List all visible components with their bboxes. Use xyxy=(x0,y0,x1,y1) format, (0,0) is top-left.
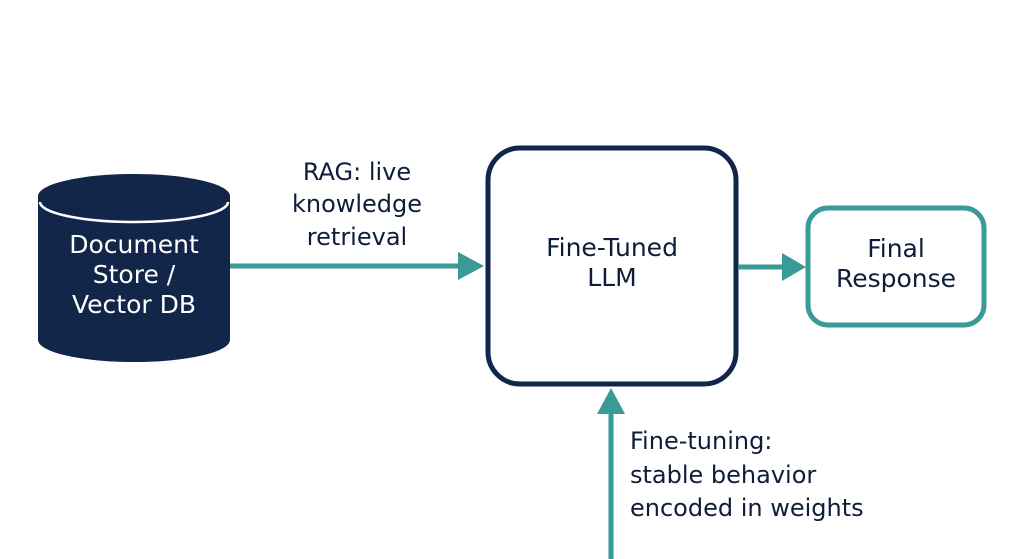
final-response-box xyxy=(805,205,987,328)
llm-label-line-2: LLM xyxy=(587,263,637,292)
document-store-line-3: Vector DB xyxy=(71,290,196,319)
rag-arrow xyxy=(230,252,484,280)
final-response-label: Final Response xyxy=(808,234,984,294)
final-response-line-2: Response xyxy=(835,264,957,293)
llm-label: Fine-Tuned LLM xyxy=(488,233,736,293)
cylinder-top xyxy=(38,174,230,218)
rag-label-line-1: RAG: live xyxy=(302,158,412,186)
final-response-line-1: Final xyxy=(867,234,925,263)
output-arrow xyxy=(738,253,806,281)
fine-tuning-edge-label: Fine-tuning: stable behavior encoded in … xyxy=(630,425,864,526)
rag-edge-label: RAG: live knowledge retrieval xyxy=(252,156,462,253)
rag-label-line-3: retrieval xyxy=(306,222,408,251)
cylinder-body xyxy=(38,196,230,362)
cylinder-rim xyxy=(38,201,230,224)
llm-label-line-1: Fine-Tuned xyxy=(546,233,678,262)
document-store-label: Document Store / Vector DB xyxy=(38,230,230,320)
document-store-cylinder xyxy=(38,174,230,362)
document-store-line-1: Document xyxy=(69,230,199,259)
rag-label-line-2: knowledge xyxy=(291,190,423,219)
fine-tuning-label-line-1: Fine-tuning: xyxy=(630,427,773,455)
fine-tuning-label-line-3: encoded in weights xyxy=(630,494,864,523)
llm-box xyxy=(485,145,739,387)
document-store-line-2: Store / xyxy=(92,260,176,289)
fine-tuning-arrow xyxy=(597,388,625,559)
fine-tuning-label-line-2: stable behavior xyxy=(630,460,817,489)
